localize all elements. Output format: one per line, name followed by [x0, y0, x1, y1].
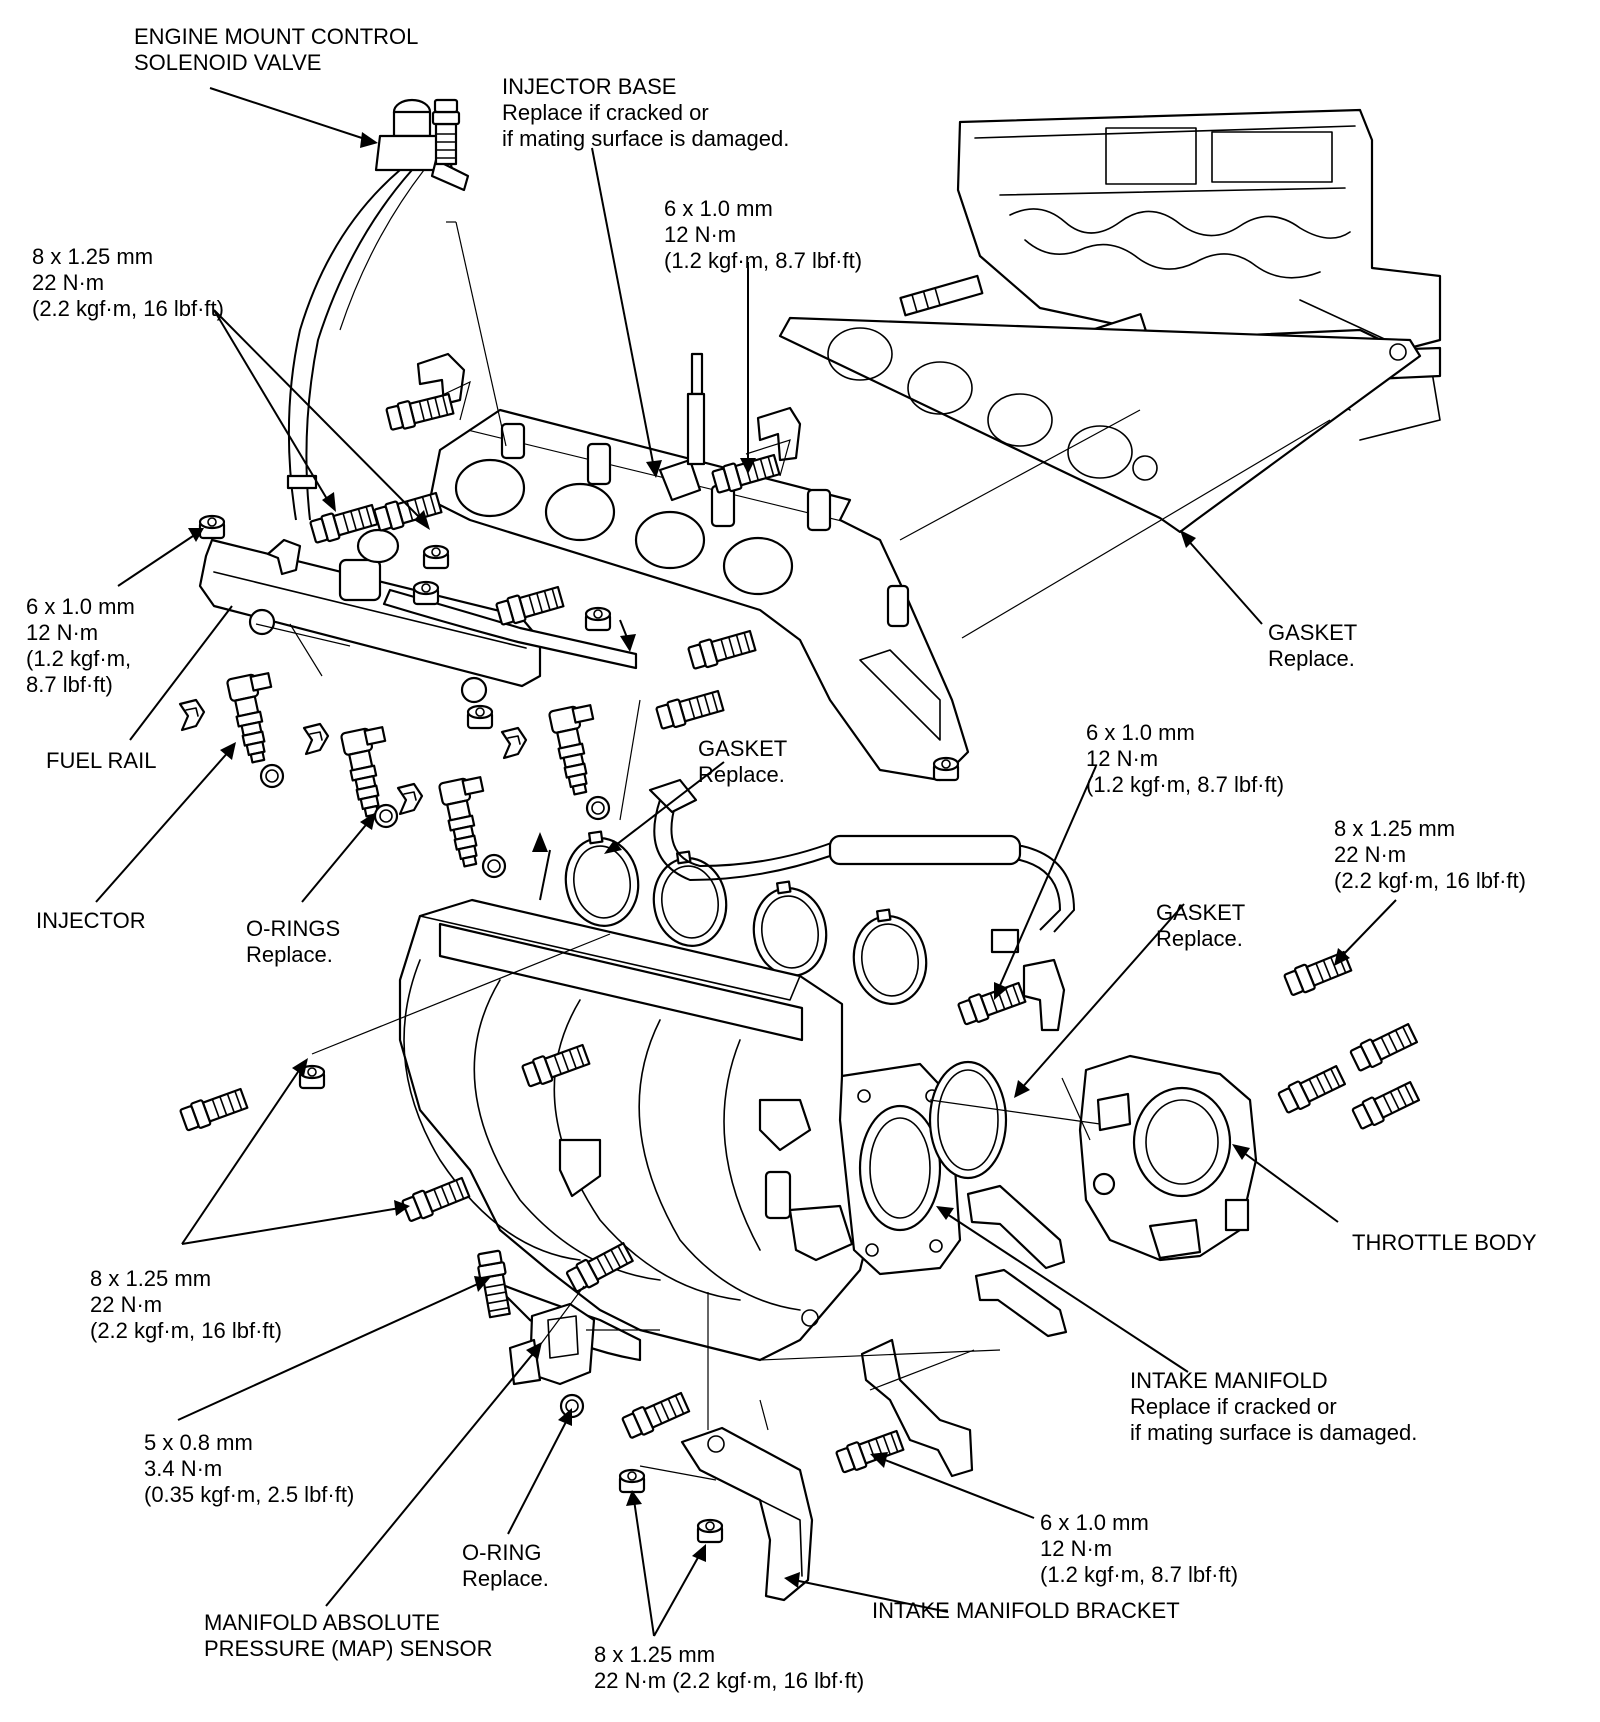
label-bolt-mid-right: 6 x 1.0 mm 12 N·m (1.2 kgf·m, 8.7 lbf·ft…: [1086, 720, 1285, 797]
injectors: [225, 670, 609, 870]
label-bolt-bottom: 8 x 1.25 mm 22 N·m (2.2 kgf·m, 16 lbf·ft…: [594, 1642, 865, 1693]
label-bolt-throttle: 8 x 1.25 mm 22 N·m (2.2 kgf·m, 16 lbf·ft…: [1334, 816, 1526, 893]
engine-mount-solenoid-valve: [286, 98, 470, 521]
vacuum-hose: [648, 778, 1076, 954]
label-intake-manifold-bracket: INTAKE MANIFOLD BRACKET: [872, 1598, 1180, 1623]
injector-o-rings: [259, 763, 611, 879]
bracket-left: [416, 352, 466, 406]
label-o-ring: O-RING Replace.: [462, 1540, 549, 1591]
label-engine-mount-solenoid: ENGINE MOUNT CONTROL SOLENOID VALVE: [134, 24, 419, 75]
label-map-sensor: MANIFOLD ABSOLUTE PRESSURE (MAP) SENSOR: [204, 1610, 493, 1661]
throttle-body: [1078, 1054, 1258, 1262]
label-bolt-map: 5 x 0.8 mm 3.4 N·m (0.35 kgf·m, 2.5 lbf·…: [144, 1430, 355, 1507]
label-gasket-throttle: GASKET Replace.: [1156, 900, 1246, 951]
label-fuel-rail: FUEL RAIL: [46, 748, 157, 773]
gasket-injector-base-to-head: [778, 316, 1422, 534]
label-injector: INJECTOR: [36, 908, 146, 933]
label-injector-base: INJECTOR BASE Replace if cracked or if m…: [502, 74, 790, 151]
throttle-body-gasket: [928, 1060, 1008, 1180]
label-throttle-body: THROTTLE BODY: [1352, 1230, 1537, 1255]
throttle-bracket-lower: [974, 1268, 1068, 1338]
label-gasket-base: GASKET Replace.: [1268, 620, 1358, 671]
label-bolt-left-mid: 6 x 1.0 mm 12 N·m (1.2 kgf·m, 8.7 lbf·ft…: [26, 594, 135, 697]
hose-bracket: [1022, 958, 1066, 1032]
throttle-bracket-upper: [966, 1184, 1066, 1270]
label-bolt-upper-left: 8 x 1.25 mm 22 N·m (2.2 kgf·m, 16 lbf·ft…: [32, 244, 224, 321]
label-intake-manifold: INTAKE MANIFOLD Replace if cracked or if…: [1130, 1368, 1418, 1445]
label-bolt-top-center: 6 x 1.0 mm 12 N·m (1.2 kgf·m, 8.7 lbf·ft…: [664, 196, 863, 273]
bracket-right: [756, 406, 802, 462]
intake-manifold-bracket: [680, 1426, 814, 1602]
label-bolt-bracket-right: 6 x 1.0 mm 12 N·m (1.2 kgf·m, 8.7 lbf·ft…: [1040, 1510, 1239, 1587]
leader-lines: [95, 87, 1397, 1637]
assembly-lines: [255, 221, 1331, 1481]
manifold-side-bracket: [860, 1338, 974, 1478]
fuel-rail: [198, 528, 638, 704]
label-gasket-ring: GASKET Replace.: [698, 736, 788, 787]
label-bolt-lower-left: 8 x 1.25 mm 22 N·m (2.2 kgf·m, 16 lbf·ft…: [90, 1266, 282, 1343]
label-o-rings: O-RINGS Replace.: [246, 916, 341, 967]
